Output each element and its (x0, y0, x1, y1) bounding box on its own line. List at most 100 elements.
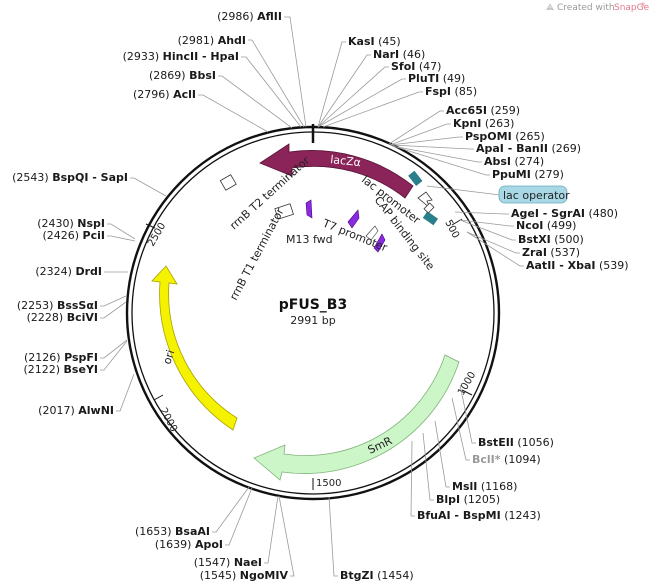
svg-text:(2981) AhdI: (2981) AhdI (178, 34, 246, 47)
lac-operator-label: lac operator (503, 189, 570, 202)
site-btgzi[interactable]: BtgZI (1454) (340, 569, 414, 582)
svg-text:(2543) BspQI - SapI: (2543) BspQI - SapI (12, 171, 128, 184)
svg-text:BtgZI (1454): BtgZI (1454) (340, 569, 414, 582)
credit-prefix: Created with (557, 3, 615, 13)
site-ppumi[interactable]: PpuMI (279) (492, 168, 564, 181)
svg-text:(2426) PciI: (2426) PciI (42, 229, 105, 242)
svg-text:MslI (1168): MslI (1168) (452, 480, 517, 493)
svg-text:ZraI (537): ZraI (537) (522, 246, 580, 259)
site-pspfi[interactable]: (2126) PspFI (24, 351, 98, 364)
site-naei[interactable]: (1547) NaeI (194, 556, 262, 569)
svg-text:KasI (45): KasI (45) (348, 35, 401, 48)
site-sfoi[interactable]: SfoI (47) (391, 60, 441, 73)
svg-text:PluTI (49): PluTI (49) (408, 72, 465, 85)
svg-text:(2869) BbsI: (2869) BbsI (149, 69, 216, 82)
backbone-inner (131, 131, 495, 495)
svg-text:Acc65I (259): Acc65I (259) (446, 104, 520, 117)
site-agei-sgrai[interactable]: AgeI - SgrAI (480) (511, 207, 618, 220)
svg-text:(2253) BssSαI: (2253) BssSαI (17, 299, 98, 312)
t7-promoter-arrow-2[interactable] (365, 225, 379, 241)
site-apoi[interactable]: (1639) ApoI (155, 538, 223, 551)
svg-text:(2986) AflII: (2986) AflII (217, 10, 282, 23)
svg-text:AbsI (274): AbsI (274) (484, 155, 544, 168)
svg-text:NarI (46): NarI (46) (373, 48, 425, 61)
lacza-feature[interactable] (259, 143, 414, 199)
site-apai-banii[interactable]: ApaI - BanII (269) (476, 142, 581, 155)
site-bcivi[interactable]: (2228) BciVI (27, 311, 98, 324)
site-bseyi[interactable]: (2122) BseYI (23, 363, 98, 376)
svg-text:PspOMI (265): PspOMI (265) (465, 130, 545, 143)
site-ahdi[interactable]: (2981) AhdI (178, 34, 246, 47)
site-acli[interactable]: (2796) AclI (133, 88, 196, 101)
svg-text:(1547) NaeI: (1547) NaeI (194, 556, 262, 569)
svg-text:(2324) DrdI: (2324) DrdI (35, 265, 102, 278)
site-acc65i[interactable]: Acc65I (259) (446, 104, 520, 117)
svg-text:BstXI (500): BstXI (500) (518, 233, 584, 246)
site-bcli[interactable]: BclI* (1094) (472, 453, 541, 466)
svg-text:(1653) BsaAI: (1653) BsaAI (135, 525, 210, 538)
site-kasi[interactable]: KasI (45) (348, 35, 401, 48)
site-bfuai-bspmi[interactable]: BfuAI - BspMI (1243) (417, 509, 541, 522)
site-msli[interactable]: MslI (1168) (452, 480, 517, 493)
site-fspi[interactable]: FspI (85) (425, 85, 477, 98)
site-bstxi[interactable]: BstXI (500) (518, 233, 584, 246)
t7-promoter-arrow-1[interactable] (347, 209, 360, 229)
site-aflii[interactable]: (2986) AflII (217, 10, 282, 23)
svg-text:AatII - XbaI (539): AatII - XbaI (539) (526, 259, 629, 272)
svg-text:BstEII (1056): BstEII (1056) (478, 436, 554, 449)
m13-fwd-arrow[interactable] (305, 199, 313, 219)
site-kpni[interactable]: KpnI (263) (453, 117, 514, 130)
site-nari[interactable]: NarI (46) (373, 48, 425, 61)
svg-text:(2430) NspI: (2430) NspI (37, 217, 105, 230)
cap-site-box[interactable] (423, 202, 435, 214)
lac-operator-callout[interactable] (498, 185, 568, 204)
lac-operator-leader (426, 185, 501, 196)
svg-text:PpuMI (279): PpuMI (279) (492, 168, 564, 181)
svg-text:(2796) AclI: (2796) AclI (133, 88, 196, 101)
lac-operator-box-1[interactable] (408, 170, 423, 186)
lac-operator-box-2[interactable] (422, 211, 439, 226)
smr-feature[interactable] (253, 354, 460, 481)
ori-label: ori (160, 348, 177, 366)
rrnb-t2-box[interactable] (219, 174, 237, 191)
svg-text:ApaI - BanII (269): ApaI - BanII (269) (476, 142, 581, 155)
svg-text:KpnI (263): KpnI (263) (453, 117, 514, 130)
site-ncoi[interactable]: NcoI (499) (516, 219, 576, 232)
site-absi[interactable]: AbsI (274) (484, 155, 544, 168)
svg-text:NcoI (499): NcoI (499) (516, 219, 576, 232)
credit-icon: ⟁ (546, 3, 554, 13)
ori-feature[interactable] (151, 265, 238, 431)
snapgene-credit: ⟁ Created with SnapGene ® (546, 2, 649, 13)
site-bsteii[interactable]: BstEII (1056) (478, 436, 554, 449)
site-ngomiv[interactable]: (1545) NgoMIV (200, 569, 289, 582)
svg-text:(2933) HincII - HpaI: (2933) HincII - HpaI (123, 50, 239, 63)
plasmid-size: 2991 bp (290, 314, 335, 327)
site-bsaai[interactable]: (1653) BsaAI (135, 525, 210, 538)
tick-1500: 1500 (316, 478, 341, 489)
site-hincii-hpai[interactable]: (2933) HincII - HpaI (123, 50, 239, 63)
site-pluti[interactable]: PluTI (49) (408, 72, 465, 85)
site-pcii[interactable]: (2426) PciI (42, 229, 105, 242)
svg-text:(2122) BseYI: (2122) BseYI (23, 363, 98, 376)
svg-text:(2126) PspFI: (2126) PspFI (24, 351, 98, 364)
site-nspi[interactable]: (2430) NspI (37, 217, 105, 230)
credit-brand: SnapGene (614, 3, 649, 13)
plasmid-name: pFUS_B3 (279, 297, 347, 313)
site-drdi[interactable]: (2324) DrdI (35, 265, 102, 278)
site-aatii-xbai[interactable]: AatII - XbaI (539) (526, 259, 629, 272)
site-pspomi[interactable]: PspOMI (265) (465, 130, 545, 143)
site-bbsi[interactable]: (2869) BbsI (149, 69, 216, 82)
site-bsssai[interactable]: (2253) BssSαI (17, 299, 98, 312)
svg-text:(1639) ApoI: (1639) ApoI (155, 538, 223, 551)
svg-text:SfoI (47): SfoI (47) (391, 60, 441, 73)
site-bspqi-sapi[interactable]: (2543) BspQI - SapI (12, 171, 128, 184)
site-zrai[interactable]: ZraI (537) (522, 246, 580, 259)
site-aflii-pos: (2986) (217, 10, 254, 23)
site-alwni[interactable]: (2017) AlwNI (38, 404, 114, 417)
t7-promoter-arrow-3[interactable] (373, 233, 386, 253)
rrnb-t1-box[interactable] (274, 203, 294, 220)
svg-text:AgeI - SgrAI (480): AgeI - SgrAI (480) (511, 207, 618, 220)
site-blpi[interactable]: BlpI (1205) (436, 493, 500, 506)
svg-text:BfuAI - BspMI (1243): BfuAI - BspMI (1243) (417, 509, 541, 522)
